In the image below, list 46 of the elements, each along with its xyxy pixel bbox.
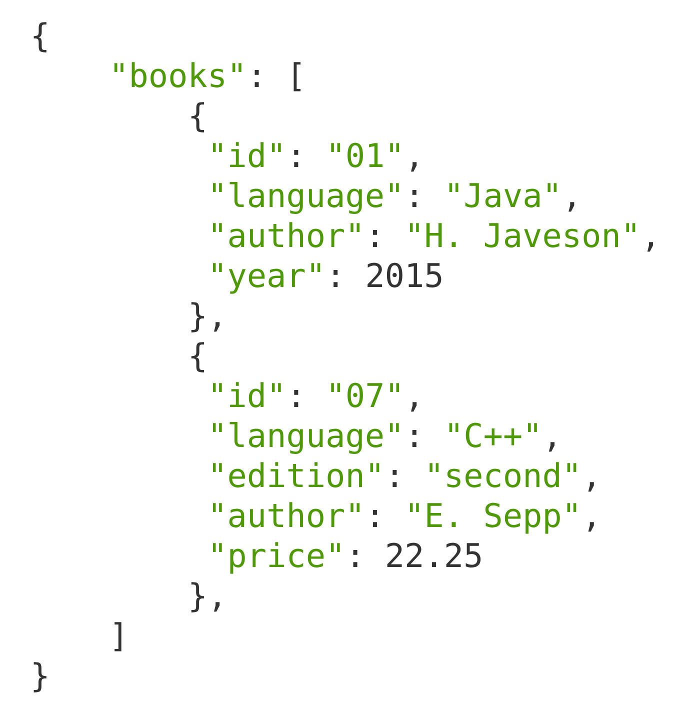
string-value: "07" [331, 382, 400, 408]
json-key: "language" [212, 422, 399, 454]
string-value: "H. Javeson" [410, 223, 636, 248]
json-key: "id" [212, 382, 281, 408]
punctuation: : [412, 190, 416, 207]
punctuation: , [647, 242, 653, 252]
punctuation: : [372, 510, 377, 527]
punctuation: , [588, 522, 594, 532]
punctuation: ] [114, 622, 122, 652]
punctuation: , [411, 402, 417, 412]
punctuation: : [392, 470, 397, 487]
json-key: "author" [212, 502, 360, 528]
number-value: 22.25 [387, 542, 481, 568]
punctuation: } [191, 582, 204, 612]
json-key: "author" [212, 222, 360, 248]
punctuation: : [334, 270, 338, 287]
punctuation: [ [294, 62, 301, 92]
punctuation: } [191, 302, 204, 332]
punctuation: , [548, 442, 554, 452]
punctuation: , [214, 322, 220, 332]
string-value: "second" [430, 462, 576, 488]
punctuation: : [412, 430, 416, 447]
punctuation: : [353, 550, 358, 567]
punctuation: { [34, 22, 46, 52]
punctuation: : [294, 150, 298, 167]
string-value: "E. Sepp" [410, 502, 576, 534]
string-value: "01" [331, 142, 400, 168]
number-value: 2015 [368, 262, 442, 288]
punctuation: , [411, 162, 417, 172]
punctuation: , [214, 602, 220, 612]
json-key: "books" [114, 62, 242, 88]
string-value: "Java" [449, 183, 557, 208]
punctuation: , [568, 202, 574, 212]
string-value: "C++" [449, 422, 537, 448]
punctuation: { [191, 102, 204, 132]
json-key: "edition" [212, 462, 380, 488]
punctuation: { [191, 342, 204, 372]
json-key: "id" [212, 142, 281, 168]
punctuation: : [294, 390, 298, 407]
punctuation: : [372, 230, 377, 247]
punctuation: } [34, 662, 46, 692]
punctuation: , [588, 482, 594, 492]
json-key: "language" [212, 182, 399, 214]
punctuation: : [254, 70, 259, 87]
json-key: "price" [212, 542, 340, 574]
json-key: "year" [212, 263, 320, 294]
